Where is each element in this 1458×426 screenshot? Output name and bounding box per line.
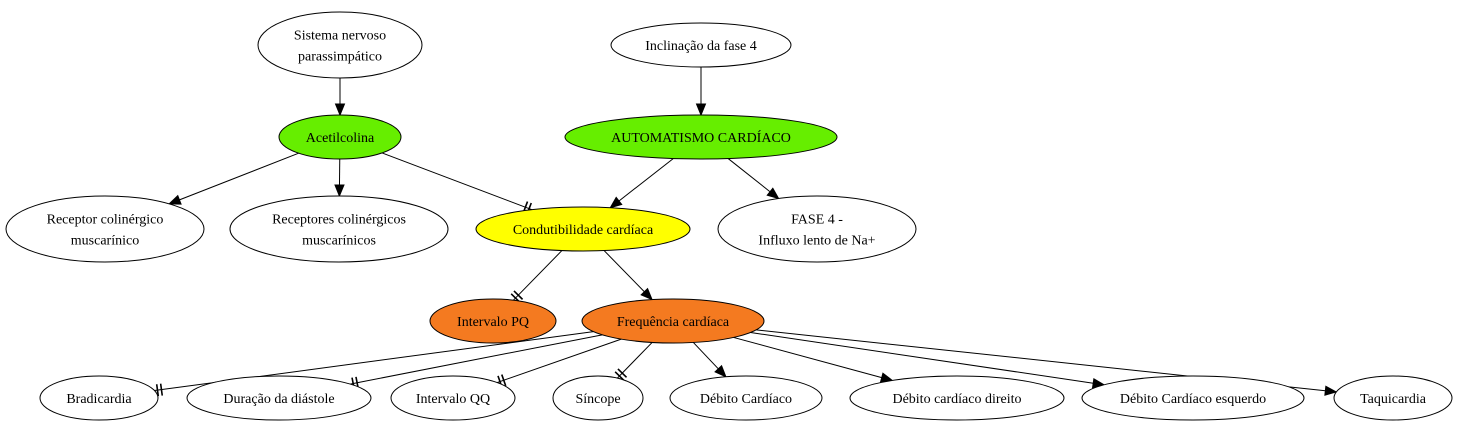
- node-label: Condutibilidade cardíaca: [513, 223, 654, 238]
- edge-line: [603, 250, 645, 293]
- node-sistema: Sistema nervoso parassimpático: [257, 11, 423, 79]
- node-frequencia: Frequência cardíaca: [581, 298, 765, 344]
- node-receptor: Receptor colinérgico muscarínico: [5, 195, 205, 263]
- node-fase4: FASE 4 - Influxo lento de Na+: [717, 195, 917, 263]
- arrowhead: [334, 184, 345, 198]
- node-label: Influxo lento de Na+: [758, 234, 875, 249]
- node-ellipse: [5, 195, 205, 263]
- node-ellipse: [278, 114, 402, 160]
- node-ellipse: [475, 206, 691, 252]
- node-intervalopq: Intervalo PQ: [429, 298, 557, 344]
- edge-sistema-to-acetilcolina: [334, 78, 346, 117]
- node-ellipse: [1333, 375, 1453, 421]
- arrowhead: [640, 287, 653, 301]
- node-debitodireito: Débito cardíaco direito: [849, 375, 1065, 421]
- node-ellipse: [849, 375, 1065, 421]
- node-label: Síncope: [575, 392, 620, 407]
- inhibit-bar: [501, 374, 507, 387]
- node-ellipse: [581, 298, 765, 344]
- node-label: muscarínicos: [302, 234, 376, 249]
- node-ellipse: [610, 22, 792, 68]
- node-label: Frequência cardíaca: [617, 315, 730, 330]
- node-label: FASE 4 -: [791, 213, 843, 228]
- node-label: Intervalo PQ: [457, 315, 529, 330]
- edge-line: [618, 158, 674, 202]
- node-ellipse: [390, 375, 516, 421]
- node-ellipse: [564, 114, 838, 160]
- node-label: Receptor colinérgico: [47, 213, 164, 228]
- node-ellipse: [39, 375, 159, 421]
- node-ellipse: [717, 195, 917, 263]
- node-label: muscarínico: [71, 234, 139, 249]
- node-label: Duração da diástole: [223, 392, 334, 407]
- node-receptores: Receptores colinérgicos muscarínicos: [229, 195, 449, 263]
- node-ellipse: [429, 298, 557, 344]
- inhibit-bar: [155, 384, 160, 397]
- node-ellipse: [186, 375, 372, 421]
- edge-acetilcolina-to-receptor: [167, 152, 299, 205]
- node-label: Receptores colinérgicos: [272, 213, 406, 228]
- arrowhead: [766, 187, 780, 200]
- node-automatismo: AUTOMATISMO CARDÍACO: [564, 114, 838, 160]
- nodes-layer: Sistema nervoso parassimpático Inclinação …: [5, 11, 1453, 421]
- edge-automatismo-to-fase4: [727, 158, 780, 200]
- node-ellipse: [669, 375, 823, 421]
- node-label: Sistema nervoso: [294, 29, 386, 44]
- edge-inclinacao-to-automatismo: [695, 67, 707, 117]
- edge-frequencia-to-sincope: [614, 342, 653, 381]
- node-label: Débito Cardíaco: [700, 392, 792, 407]
- edge-frequencia-to-debitodireito: [733, 336, 894, 383]
- node-ellipse: [1081, 375, 1305, 421]
- arrowhead: [714, 364, 727, 378]
- node-label: Inclinação da fase 4: [645, 39, 757, 54]
- edge-line: [692, 342, 719, 370]
- node-label: Taquicardia: [1360, 392, 1427, 407]
- node-label: Débito Cardíaco esquerdo: [1120, 392, 1266, 407]
- node-label: parassimpático: [298, 50, 382, 65]
- node-duracao: Duração da diástole: [186, 375, 372, 421]
- node-label: Acetilcolina: [306, 131, 375, 146]
- edge-line: [727, 158, 771, 193]
- edge-line: [750, 331, 1094, 384]
- arrowhead: [334, 103, 346, 117]
- arrowhead: [167, 194, 182, 205]
- node-inclinacao: Inclinação da fase 4: [610, 22, 792, 68]
- edge-frequencia-to-debito: [692, 342, 727, 378]
- edge-line: [381, 152, 533, 211]
- node-acetilcolina: Acetilcolina: [278, 114, 402, 160]
- inhibit-bar: [513, 290, 524, 300]
- node-debitoesquerdo: Débito Cardíaco esquerdo: [1081, 375, 1305, 421]
- edge-line: [496, 338, 622, 384]
- node-ellipse: [229, 195, 449, 263]
- edge-acetilcolina-to-receptores: [334, 158, 345, 198]
- edge-automatismo-to-condutibilidade: [609, 158, 674, 209]
- node-condutibilidade: Condutibilidade cardíaca: [475, 206, 691, 252]
- edge-condutibilidade-to-frequencia: [603, 250, 653, 301]
- edge-line: [733, 336, 882, 379]
- node-label: AUTOMATISMO CARDÍACO: [611, 129, 791, 146]
- edge-line: [616, 342, 653, 379]
- edge-line: [179, 152, 299, 201]
- node-taquicardia: Taquicardia: [1333, 375, 1453, 421]
- inhibit-bar: [159, 383, 164, 396]
- arrowhead: [609, 196, 623, 209]
- node-label: Débito cardíaco direito: [892, 392, 1021, 407]
- edge-line: [350, 334, 603, 385]
- node-ellipse: [552, 375, 644, 421]
- node-intervaloqq: Intervalo QQ: [390, 375, 516, 421]
- node-bradicardia: Bradicardia: [39, 375, 159, 421]
- inhibit-bar: [614, 371, 625, 381]
- arrowhead: [695, 103, 707, 117]
- edge-condutibilidade-to-intervalopq: [510, 250, 563, 303]
- inhibit-bar: [617, 368, 628, 378]
- edges-layer: [154, 67, 1338, 397]
- node-debito: Débito Cardíaco: [669, 375, 823, 421]
- node-label: Bradicardia: [66, 392, 132, 407]
- arrowhead: [1324, 385, 1338, 396]
- node-label: Intervalo QQ: [416, 392, 490, 407]
- edge-line: [513, 250, 563, 301]
- node-sincope: Síncope: [552, 375, 644, 421]
- node-ellipse: [257, 11, 423, 79]
